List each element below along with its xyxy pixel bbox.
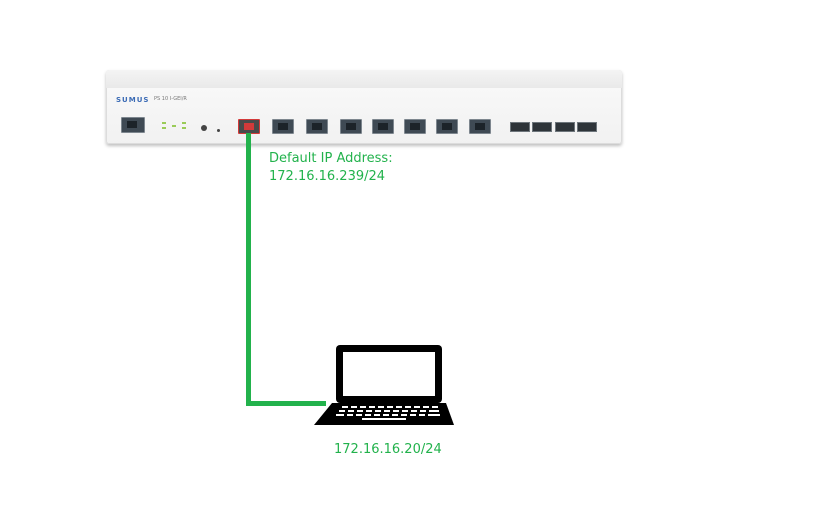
default-ip-annotation: Default IP Address: 172.16.16.239/24 [269, 150, 393, 186]
laptop-ip-label: 172.16.16.20/24 [334, 442, 442, 457]
status-led [162, 127, 166, 129]
status-led [182, 127, 186, 129]
laptop-icon [314, 345, 454, 425]
network-cable-horizontal [246, 401, 326, 406]
ethernet-port [340, 119, 362, 134]
default-ip-label: Default IP Address: [269, 151, 393, 166]
status-led [172, 125, 176, 127]
ethernet-port [404, 119, 426, 134]
network-switch: SUMUS PS 10 I-GEI/R [106, 70, 622, 144]
switch-model-label: PS 10 I-GEI/R [154, 96, 187, 102]
ethernet-port [469, 119, 491, 134]
indicator-dot [217, 129, 220, 132]
network-cable-vertical [246, 133, 251, 406]
switch-brand-logo: SUMUS [116, 96, 150, 104]
ethernet-port [306, 119, 328, 134]
ethernet-port [272, 119, 294, 134]
reset-button [201, 125, 207, 131]
status-led [182, 122, 186, 124]
sfp-port [510, 122, 530, 132]
sfp-port [555, 122, 575, 132]
console-port [121, 117, 145, 133]
ethernet-port [372, 119, 394, 134]
status-led [162, 122, 166, 124]
sfp-port [532, 122, 552, 132]
ethernet-port [436, 119, 458, 134]
default-ip-value: 172.16.16.239/24 [269, 169, 386, 184]
ethernet-port-mgmt [238, 119, 260, 134]
switch-top-panel [106, 70, 622, 88]
sfp-port [577, 122, 597, 132]
